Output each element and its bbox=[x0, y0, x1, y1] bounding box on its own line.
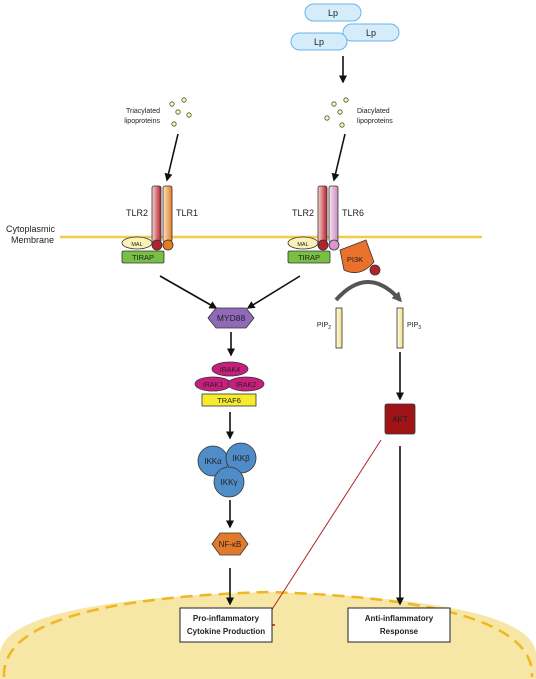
svg-text:IRAK1: IRAK1 bbox=[203, 382, 223, 389]
pip2-bar bbox=[335, 307, 343, 349]
right-tirap: TIRAP bbox=[287, 250, 331, 264]
diacylated-dots bbox=[324, 97, 349, 128]
svg-text:IKKβ: IKKβ bbox=[232, 454, 250, 463]
svg-text:NF-κB: NF-κB bbox=[219, 540, 242, 549]
svg-text:Response: Response bbox=[380, 627, 419, 636]
arrow-diacylated-to-tlr bbox=[331, 133, 346, 182]
svg-text:Lp: Lp bbox=[366, 28, 376, 38]
right-tlr2-label: TLR2 bbox=[292, 208, 314, 218]
triacylated-dots bbox=[169, 97, 192, 127]
nuclear-envelope bbox=[2, 590, 534, 678]
svg-text:MYD88: MYD88 bbox=[217, 313, 246, 323]
pip2-label: PIP2 bbox=[317, 322, 331, 331]
tlr2-tlr1-receptor bbox=[151, 185, 174, 251]
svg-text:TIRAP: TIRAP bbox=[298, 253, 320, 262]
phosphate-icon bbox=[369, 264, 381, 276]
svg-text:Lp: Lp bbox=[328, 8, 338, 18]
svg-text:PI3K: PI3K bbox=[347, 255, 363, 264]
svg-text:Lp: Lp bbox=[314, 37, 324, 47]
left-tirap: TIRAP bbox=[121, 250, 165, 264]
lipoprotein-2: Lp bbox=[342, 23, 400, 42]
pip2-to-pip3-arrow bbox=[334, 280, 402, 303]
pro-inflammatory-box: Pro-inflammatory Cytokine Production bbox=[179, 607, 273, 643]
svg-text:TRAF6: TRAF6 bbox=[217, 396, 241, 405]
lipoprotein-3: Lp bbox=[290, 32, 348, 51]
svg-text:IRAK2: IRAK2 bbox=[236, 382, 256, 389]
left-tlr1-label: TLR1 bbox=[176, 208, 198, 218]
akt-inhibits-pro-line bbox=[261, 439, 382, 626]
tlr2-tlr6-receptor bbox=[317, 185, 340, 251]
pi3k: PI3K bbox=[339, 239, 375, 274]
pip3-label: PIP3 bbox=[407, 322, 421, 331]
svg-text:MAL: MAL bbox=[297, 242, 308, 248]
svg-text:IRAK4: IRAK4 bbox=[220, 367, 240, 374]
arrow-left-tirap-to-myd88 bbox=[159, 275, 218, 309]
myd88: MYD88 bbox=[207, 307, 255, 329]
right-mal: MAL bbox=[287, 236, 319, 250]
pip3-bar bbox=[396, 307, 404, 349]
svg-text:IKKα: IKKα bbox=[204, 457, 222, 466]
right-tlr6-label: TLR6 bbox=[342, 208, 364, 218]
svg-text:IKKγ: IKKγ bbox=[221, 478, 238, 487]
anti-inflammatory-box: Anti-inflammatory Response bbox=[347, 607, 451, 643]
arrow-right-tirap-to-myd88 bbox=[246, 275, 301, 309]
svg-text:TIRAP: TIRAP bbox=[132, 253, 154, 262]
akt: AKT bbox=[384, 403, 416, 435]
arrow-triacylated-to-tlr bbox=[164, 133, 179, 182]
lipoprotein-1: Lp bbox=[304, 3, 362, 22]
irak-complex: IRAK4 IRAK1 IRAK2 TRAF6 bbox=[194, 361, 265, 407]
nfkb: NF-κB bbox=[211, 532, 249, 556]
left-tlr2-label: TLR2 bbox=[126, 208, 148, 218]
left-mal: MAL bbox=[121, 236, 153, 250]
svg-text:AKT: AKT bbox=[392, 415, 408, 424]
svg-text:Pro-inflammatory: Pro-inflammatory bbox=[193, 614, 260, 623]
svg-text:Cytokine Production: Cytokine Production bbox=[187, 627, 265, 636]
svg-text:Anti-inflammatory: Anti-inflammatory bbox=[365, 614, 434, 623]
svg-text:MAL: MAL bbox=[131, 242, 142, 248]
ikk-complex: IKKα IKKβ IKKγ bbox=[197, 442, 257, 498]
